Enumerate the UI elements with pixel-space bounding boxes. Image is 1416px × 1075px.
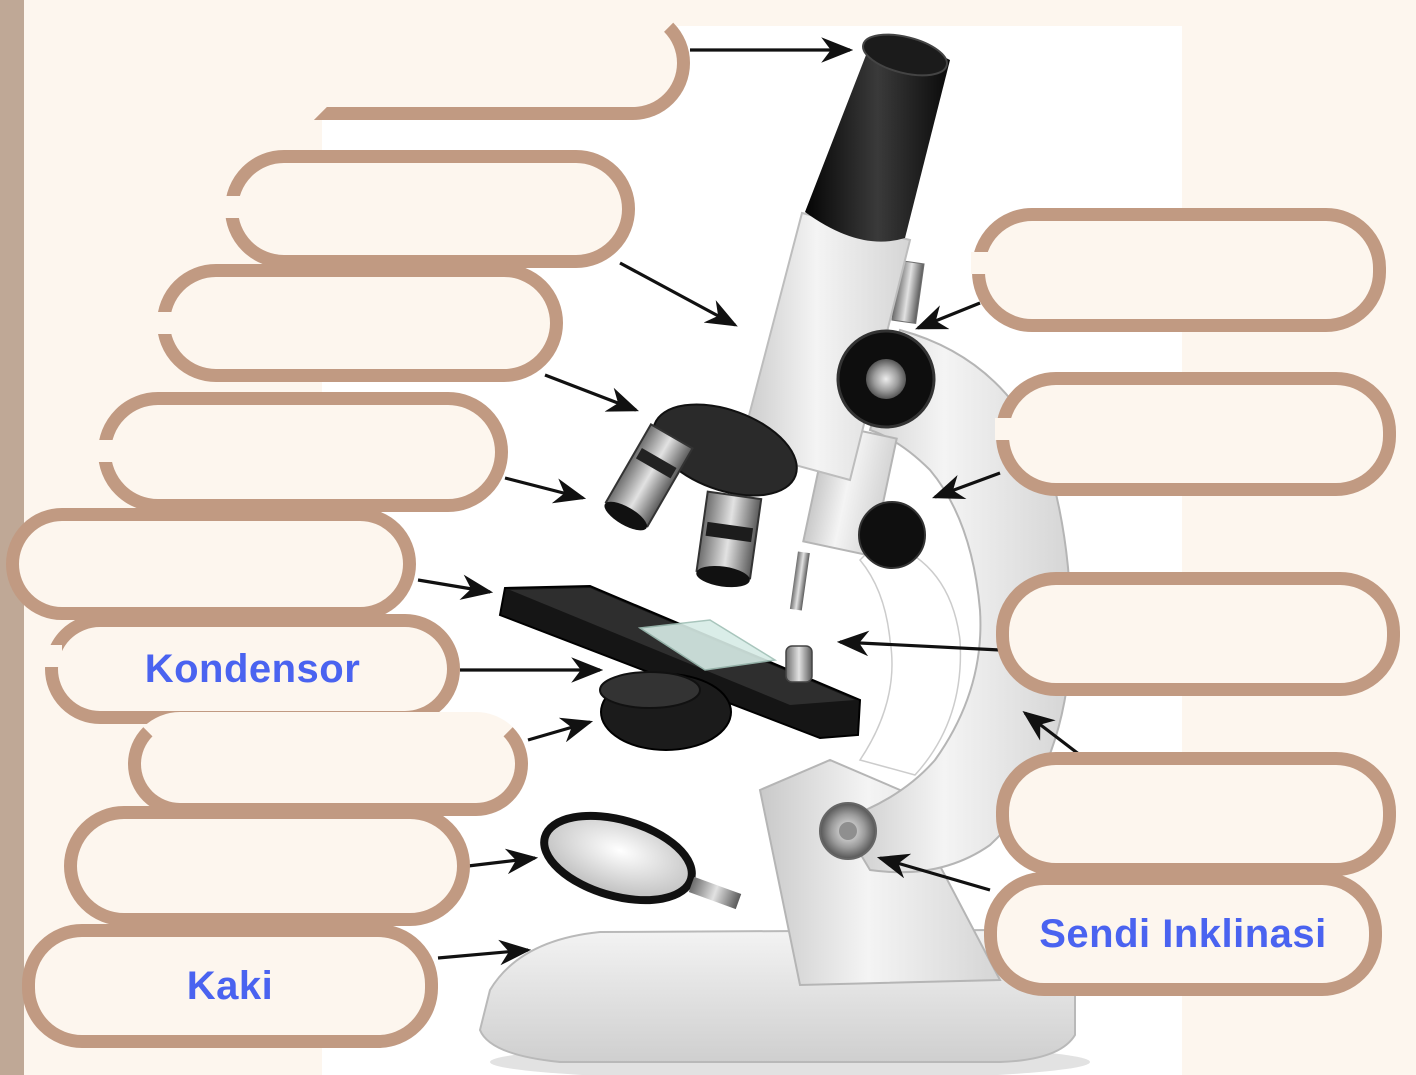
arrow-box-2 xyxy=(620,263,735,325)
eyepiece xyxy=(805,48,950,242)
label-text-6: Kondensor xyxy=(145,647,361,692)
label-box-14[interactable]: Sendi Inklinasi xyxy=(984,872,1382,996)
arrow-box-4 xyxy=(505,478,583,498)
label-box-11[interactable] xyxy=(996,372,1396,496)
label-box-10[interactable] xyxy=(972,208,1386,332)
outline-notch xyxy=(971,252,989,274)
label-text-9: Kaki xyxy=(187,964,274,1009)
outline-notch xyxy=(224,196,242,218)
label-box-5[interactable] xyxy=(6,508,416,620)
arrow-box-3 xyxy=(545,375,636,410)
outline-notch xyxy=(156,312,174,334)
label-box-3[interactable] xyxy=(157,264,563,382)
objective-lens-center xyxy=(695,492,761,591)
mirror-holder xyxy=(689,877,741,909)
arrow-box-5 xyxy=(418,580,490,592)
label-box-13[interactable] xyxy=(996,752,1396,876)
outline-notch xyxy=(44,645,62,667)
arrow-box-8 xyxy=(468,858,535,866)
label-box-8[interactable] xyxy=(64,806,470,926)
label-box-6[interactable]: Kondensor xyxy=(45,614,460,724)
label-box-9[interactable]: Kaki xyxy=(22,924,438,1048)
label-box-1[interactable] xyxy=(314,6,690,120)
outline-notch xyxy=(995,418,1013,440)
arrow-box-10 xyxy=(918,303,980,328)
inclination-joint-center xyxy=(839,822,857,840)
label-text-14: Sendi Inklinasi xyxy=(1039,912,1327,957)
condenser-rod xyxy=(790,551,810,610)
coarse-knob-cap xyxy=(866,359,906,399)
objective-lens-left xyxy=(600,424,692,535)
condenser-ring xyxy=(600,672,700,708)
label-box-12[interactable] xyxy=(996,572,1400,696)
arrow-box-7 xyxy=(528,722,590,740)
label-box-7[interactable] xyxy=(128,712,528,816)
mirror xyxy=(534,801,701,916)
fine-knob xyxy=(859,502,925,568)
label-box-2[interactable] xyxy=(225,150,635,268)
stage-clip xyxy=(786,646,812,682)
outline-notch xyxy=(97,440,115,462)
arrow-box-9 xyxy=(438,950,528,958)
arm-inner-cutout xyxy=(860,540,960,775)
label-box-4[interactable] xyxy=(98,392,508,512)
